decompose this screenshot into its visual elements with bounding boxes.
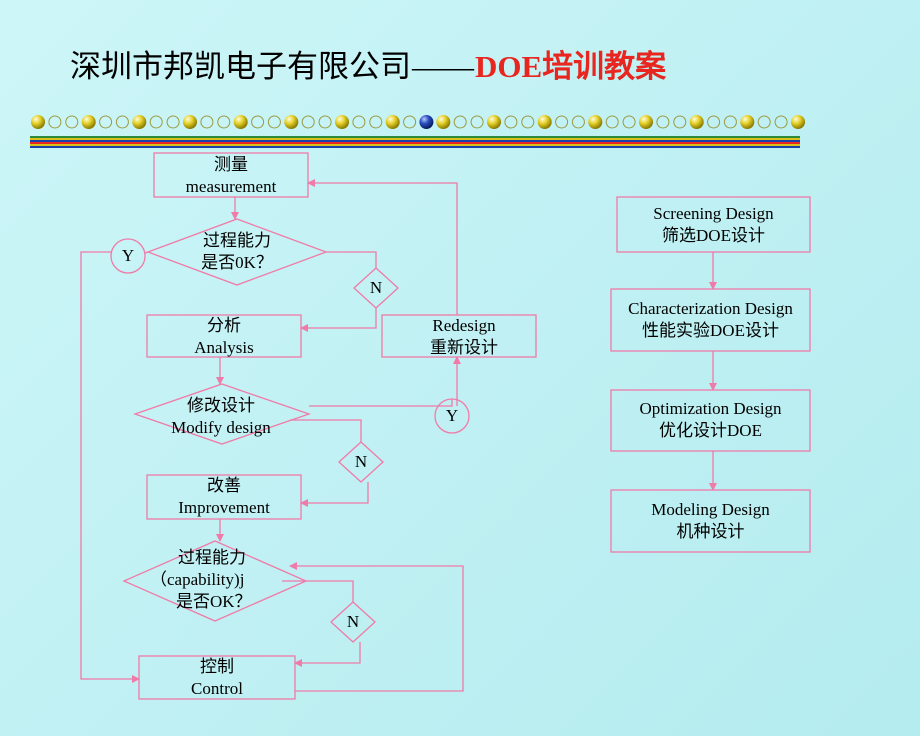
decision2-diamond bbox=[133, 383, 311, 445]
bead-outline bbox=[149, 115, 163, 129]
y1-circle bbox=[110, 238, 146, 274]
bead-outline bbox=[555, 115, 569, 129]
bead-outline bbox=[48, 115, 62, 129]
bead-gold bbox=[284, 115, 299, 129]
decision3-diamond bbox=[122, 540, 308, 622]
bead-outline bbox=[99, 115, 113, 129]
n2-label: N bbox=[354, 452, 368, 471]
bead-outline bbox=[369, 115, 383, 129]
bead-gold bbox=[537, 115, 552, 129]
arrow-n3-to-control bbox=[294, 642, 361, 667]
bead-outline bbox=[571, 115, 585, 129]
bead-outline bbox=[605, 115, 619, 129]
bead-gold bbox=[132, 115, 147, 129]
bead-outline bbox=[774, 115, 788, 129]
decision1-label: 过程能力是否0K？ bbox=[201, 231, 273, 272]
y1-label: Y bbox=[121, 246, 135, 265]
bead-outline bbox=[115, 115, 129, 129]
arrow-n1-to-analysis bbox=[300, 308, 377, 332]
bead-outline bbox=[200, 115, 214, 129]
arrow-n2-to-improve bbox=[300, 482, 369, 507]
bead-outline bbox=[166, 115, 180, 129]
bead-outline bbox=[757, 115, 771, 129]
line-decision2-to-y2 bbox=[309, 399, 453, 407]
bead-gold bbox=[588, 115, 603, 129]
company-name: 深圳市邦凯电子有限公司 bbox=[70, 49, 411, 84]
measure-box bbox=[153, 152, 309, 198]
bead-gold bbox=[335, 115, 349, 129]
improve-box bbox=[146, 474, 302, 520]
bead-outline bbox=[723, 115, 737, 129]
bead-gold bbox=[436, 115, 451, 129]
bead-outline bbox=[504, 115, 518, 129]
bead-outline bbox=[267, 115, 281, 129]
bead-gold bbox=[740, 115, 755, 129]
bead-outline bbox=[673, 115, 687, 129]
course-title: DOE培训教案 bbox=[475, 49, 667, 84]
n2-diamond bbox=[338, 441, 384, 483]
bead-gold bbox=[487, 115, 501, 129]
bead-outline bbox=[707, 115, 721, 129]
line-decision1-to-n1 bbox=[326, 251, 377, 268]
bead-gold bbox=[689, 115, 704, 129]
bead-gold bbox=[183, 115, 197, 129]
bead-divider bbox=[31, 115, 805, 129]
bead-outline bbox=[352, 115, 366, 129]
n1-label: N bbox=[369, 278, 383, 297]
bead-outline bbox=[65, 115, 79, 129]
page-title: 深圳市邦凯电子有限公司——DOE培训教案 bbox=[70, 42, 666, 92]
bead-gold bbox=[791, 115, 805, 129]
bead-gold bbox=[233, 115, 248, 129]
arrow-y1-to-control bbox=[80, 251, 140, 683]
n3-label: N bbox=[346, 612, 360, 631]
bead-outline bbox=[251, 115, 265, 129]
decision1-diamond bbox=[146, 218, 328, 286]
bead-gold bbox=[81, 115, 96, 129]
bead-outline bbox=[403, 115, 417, 129]
arrow-redesign-to-measure bbox=[307, 179, 458, 315]
title-separator: —— bbox=[412, 49, 474, 84]
n3-diamond bbox=[330, 601, 376, 643]
y2-label: Y bbox=[445, 406, 459, 425]
bead-outline bbox=[521, 115, 535, 129]
analysis-box bbox=[146, 314, 302, 358]
line-decision1-to-y1 bbox=[144, 251, 149, 254]
bead-gold bbox=[385, 115, 400, 129]
bead-outline bbox=[453, 115, 467, 129]
bead-outline bbox=[622, 115, 636, 129]
bead-outline bbox=[318, 115, 332, 129]
bead-outline bbox=[301, 115, 315, 129]
bead-outline bbox=[470, 115, 484, 129]
bead-gold bbox=[31, 115, 45, 129]
arrow-control-loop-to-decision3 bbox=[289, 562, 464, 692]
bead-outline bbox=[656, 115, 670, 129]
divider-stripes bbox=[30, 136, 800, 150]
bead-gold bbox=[639, 115, 653, 129]
bead-blue bbox=[419, 115, 434, 129]
line-decision3-to-n3 bbox=[282, 580, 354, 602]
line-decision2-to-n2 bbox=[290, 419, 362, 442]
bead-outline bbox=[217, 115, 231, 129]
